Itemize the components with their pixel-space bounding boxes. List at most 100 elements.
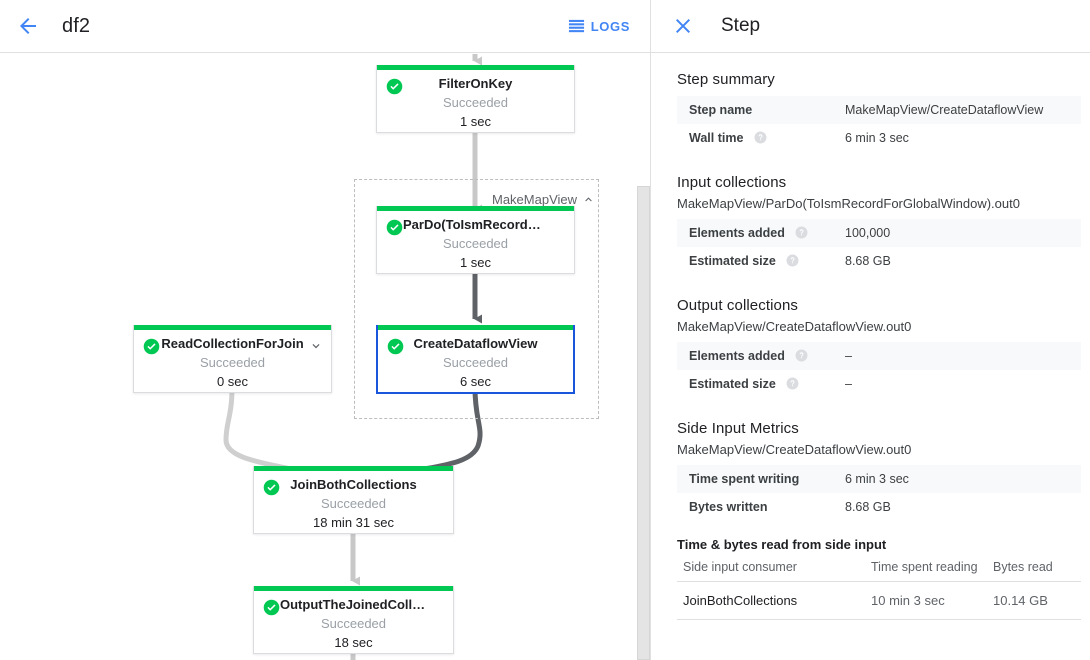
row-key: Elements added (689, 226, 785, 240)
row-value: – (845, 377, 852, 391)
node-body: JoinBothCollections Succeeded 18 min 31 … (254, 466, 453, 532)
node-status-bar (377, 206, 574, 211)
table-row: Estimated size – (677, 370, 1081, 398)
input-collections-heading: Input collections (677, 174, 787, 191)
column-header-time-spent-reading: Time spent reading (871, 554, 993, 582)
graph-node-join-both-collections[interactable]: JoinBothCollections Succeeded 18 min 31 … (253, 466, 454, 534)
help-icon[interactable] (754, 131, 767, 144)
row-key: Estimated size (689, 254, 776, 268)
composite-transform-makemapview[interactable] (354, 179, 599, 419)
row-key: Estimated size (689, 377, 776, 391)
table-row: Elements added 100,000 (677, 219, 1081, 247)
step-summary-heading: Step summary (677, 71, 775, 88)
node-duration: 1 sec (459, 255, 492, 270)
table-row: Bytes written 8.68 GB (677, 493, 1081, 521)
table-row: Step name MakeMapView/CreateDataflowView (677, 96, 1081, 124)
check-circle-icon (387, 338, 404, 355)
node-status-bar (254, 586, 453, 591)
graph-vertical-scrollbar[interactable] (637, 54, 650, 660)
job-graph-canvas[interactable]: MakeMapView FilterOnKey Succeeded 1 sec (0, 54, 650, 660)
check-circle-icon (263, 599, 280, 616)
composite-label-makemapview[interactable]: MakeMapView (492, 192, 595, 207)
row-value: MakeMapView/CreateDataflowView (845, 103, 1044, 117)
logs-button[interactable]: LOGS (562, 12, 636, 41)
side-input-metrics-heading: Side Input Metrics (677, 420, 799, 437)
close-icon[interactable] (671, 14, 695, 38)
node-status-bar (377, 65, 574, 70)
check-circle-icon (263, 479, 280, 496)
cell-bytes-read: 10.14 GB (993, 581, 1081, 620)
check-circle-icon (386, 78, 403, 95)
back-arrow-icon[interactable] (10, 8, 46, 44)
node-status-bar (134, 325, 331, 330)
node-body: CreateDataflowView Succeeded 6 sec (378, 325, 573, 391)
check-circle-icon (386, 219, 403, 236)
node-duration: 18 min 31 sec (313, 515, 394, 530)
graph-node-pardo-toismrecord[interactable]: ParDo(ToIsmRecordFor… Succeeded 1 sec (376, 206, 575, 274)
row-key: Elements added (689, 349, 785, 363)
node-body: ReadCollectionForJoin Succeeded 0 sec (134, 325, 331, 391)
graph-scrollbar-thumb[interactable] (637, 186, 650, 660)
help-icon[interactable] (795, 349, 808, 362)
graph-node-read-collection-for-join[interactable]: ReadCollectionForJoin Succeeded 0 sec (133, 325, 332, 393)
chevron-down-icon (312, 344, 320, 349)
node-status-bar (254, 466, 453, 471)
row-value: 6 min 3 sec (845, 131, 909, 145)
node-status: Succeeded (320, 496, 387, 511)
table-row: Wall time 6 min 3 sec (677, 124, 1081, 152)
table-row: Elements added – (677, 342, 1081, 370)
node-status: Succeeded (320, 616, 387, 631)
node-body: FilterOnKey Succeeded 1 sec (377, 65, 574, 131)
table-row: Time spent writing 6 min 3 sec (677, 465, 1081, 493)
node-duration: 6 sec (459, 374, 492, 389)
output-collections-heading: Output collections (677, 297, 799, 314)
node-title: ParDo(ToIsmRecordFor… (403, 217, 562, 232)
job-toolbar: df2 LOGS (0, 0, 650, 53)
step-panel-title: Step (721, 15, 761, 36)
graph-node-filter-on-key[interactable]: FilterOnKey Succeeded 1 sec (376, 65, 575, 133)
row-value: – (845, 349, 852, 363)
cell-time-spent-reading: 10 min 3 sec (871, 581, 993, 620)
help-icon[interactable] (786, 254, 799, 267)
node-status: Succeeded (442, 355, 509, 370)
job-graph-pane: df2 LOGS (0, 0, 651, 660)
graph-node-create-dataflow-view[interactable]: CreateDataflowView Succeeded 6 sec (376, 325, 575, 394)
node-body: OutputTheJoinedCollec… Succeeded 18 sec (254, 586, 453, 652)
spacer (677, 521, 1080, 537)
graph-node-output-the-joined-collection[interactable]: OutputTheJoinedCollec… Succeeded 18 sec (253, 586, 454, 654)
node-title: FilterOnKey (438, 76, 513, 91)
help-icon[interactable] (786, 377, 799, 390)
cell-consumer: JoinBothCollections (677, 581, 871, 620)
spacer (677, 398, 1080, 420)
side-input-read-table: Side input consumer Time spent reading B… (677, 554, 1081, 620)
table-header: Side input consumer Time spent reading B… (677, 554, 1081, 582)
node-status: Succeeded (442, 95, 509, 110)
page-title: df2 (62, 14, 91, 37)
logs-button-label: LOGS (590, 18, 630, 34)
node-status-bar (378, 325, 573, 330)
logs-list-icon (568, 19, 584, 32)
help-icon[interactable] (795, 226, 808, 239)
chevron-up-icon (585, 197, 592, 202)
edge-readcollection-to-joinboth (223, 385, 313, 477)
table-row: Estimated size 8.68 GB (677, 247, 1081, 275)
input-collection-name: MakeMapView/ParDo(ToIsmRecordForGlobalWi… (677, 196, 1020, 211)
node-duration: 18 sec (334, 635, 373, 650)
spacer (677, 275, 1080, 297)
output-collections-table: Elements added – Estimated size (677, 342, 1081, 398)
step-summary-table: Step name MakeMapView/CreateDataflowView… (677, 96, 1081, 152)
step-panel-content: Step summary Step name MakeMapView/Creat… (651, 53, 1090, 659)
node-duration: 1 sec (459, 114, 492, 129)
table-body: JoinBothCollections 10 min 3 sec 10.14 G… (677, 581, 1081, 620)
node-status: Succeeded (442, 236, 509, 251)
node-title: CreateDataflowView (413, 336, 538, 351)
side-input-metrics-table: Time spent writing 6 min 3 sec Bytes wri… (677, 465, 1081, 521)
row-key: Time spent writing (689, 472, 800, 486)
side-input-read-heading: Time & bytes read from side input (677, 537, 887, 552)
node-title: ReadCollectionForJoin (161, 336, 304, 351)
row-value: 8.68 GB (845, 500, 891, 514)
node-title: JoinBothCollections (290, 477, 417, 492)
table-row: JoinBothCollections 10 min 3 sec 10.14 G… (677, 581, 1081, 620)
check-circle-icon (143, 338, 160, 355)
